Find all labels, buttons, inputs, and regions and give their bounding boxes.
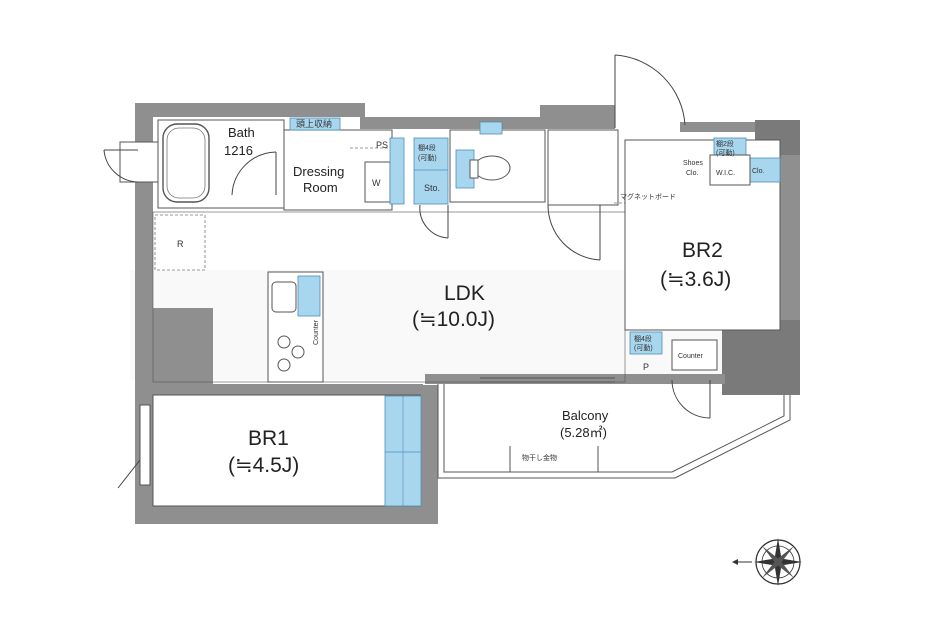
burner-icon xyxy=(277,335,291,349)
compass-icon xyxy=(732,538,802,586)
counter-label: Counter xyxy=(678,353,704,360)
ps-label: PS xyxy=(376,140,388,150)
ldk-name: LDK xyxy=(444,282,485,305)
dressing-area xyxy=(283,117,405,211)
w-label: W xyxy=(372,178,381,188)
bath-size: 1216 xyxy=(224,143,253,158)
bath-label: Bath xyxy=(228,125,255,140)
upper-storage-label: 頭上収納 xyxy=(296,118,332,129)
sink-icon xyxy=(271,281,297,313)
br1-area xyxy=(117,394,422,507)
clo-label: Clo. xyxy=(752,168,765,175)
bathtub-icon xyxy=(162,123,210,203)
shoes-label-2: Clo. xyxy=(686,170,699,177)
br2-shelf-label: 棚2段 xyxy=(716,139,734,148)
shelf-label: 棚4段 xyxy=(418,143,436,152)
ldk-size: (≒10.0J) xyxy=(412,308,495,331)
labels: Bath 1216 頭上収納 Dressing Room PS W 棚4段 (可… xyxy=(177,118,765,477)
br1-size: (≒4.5J) xyxy=(228,454,299,477)
p-shelf-label: 棚4段 xyxy=(634,334,652,343)
balcony-size: (5.28㎡) xyxy=(560,425,607,440)
balcony-outline xyxy=(437,384,791,479)
ldk-area xyxy=(152,211,626,383)
hanging-rack-label: 物干し金物 xyxy=(522,453,557,462)
wic-label: W.I.C. xyxy=(716,170,735,177)
kitchen-counter-label: Counter xyxy=(313,319,320,345)
br2-name: BR2 xyxy=(682,239,723,262)
shelf-label-2: (可動) xyxy=(418,153,437,162)
shoes-label: Shoes xyxy=(683,160,703,167)
br2-area xyxy=(624,137,781,419)
br2-size: (≒3.6J) xyxy=(660,268,731,291)
p-shelf-label-2: (可動) xyxy=(634,343,653,352)
toilet-icon xyxy=(473,155,511,181)
balcony-name: Balcony xyxy=(562,408,609,423)
sto-label: Sto. xyxy=(424,183,440,193)
br2-shelf-label-2: (可動) xyxy=(716,148,735,157)
br1-name: BR1 xyxy=(248,427,289,450)
outer-walls xyxy=(135,103,800,524)
magnet-board-label: マグネットボード xyxy=(620,192,676,201)
toilet-area xyxy=(413,121,546,239)
r-label: R xyxy=(177,239,184,249)
dressing-label-2: Room xyxy=(303,180,338,195)
bath-area xyxy=(103,119,285,209)
p-label: P xyxy=(643,362,649,372)
dressing-label: Dressing xyxy=(293,164,344,179)
